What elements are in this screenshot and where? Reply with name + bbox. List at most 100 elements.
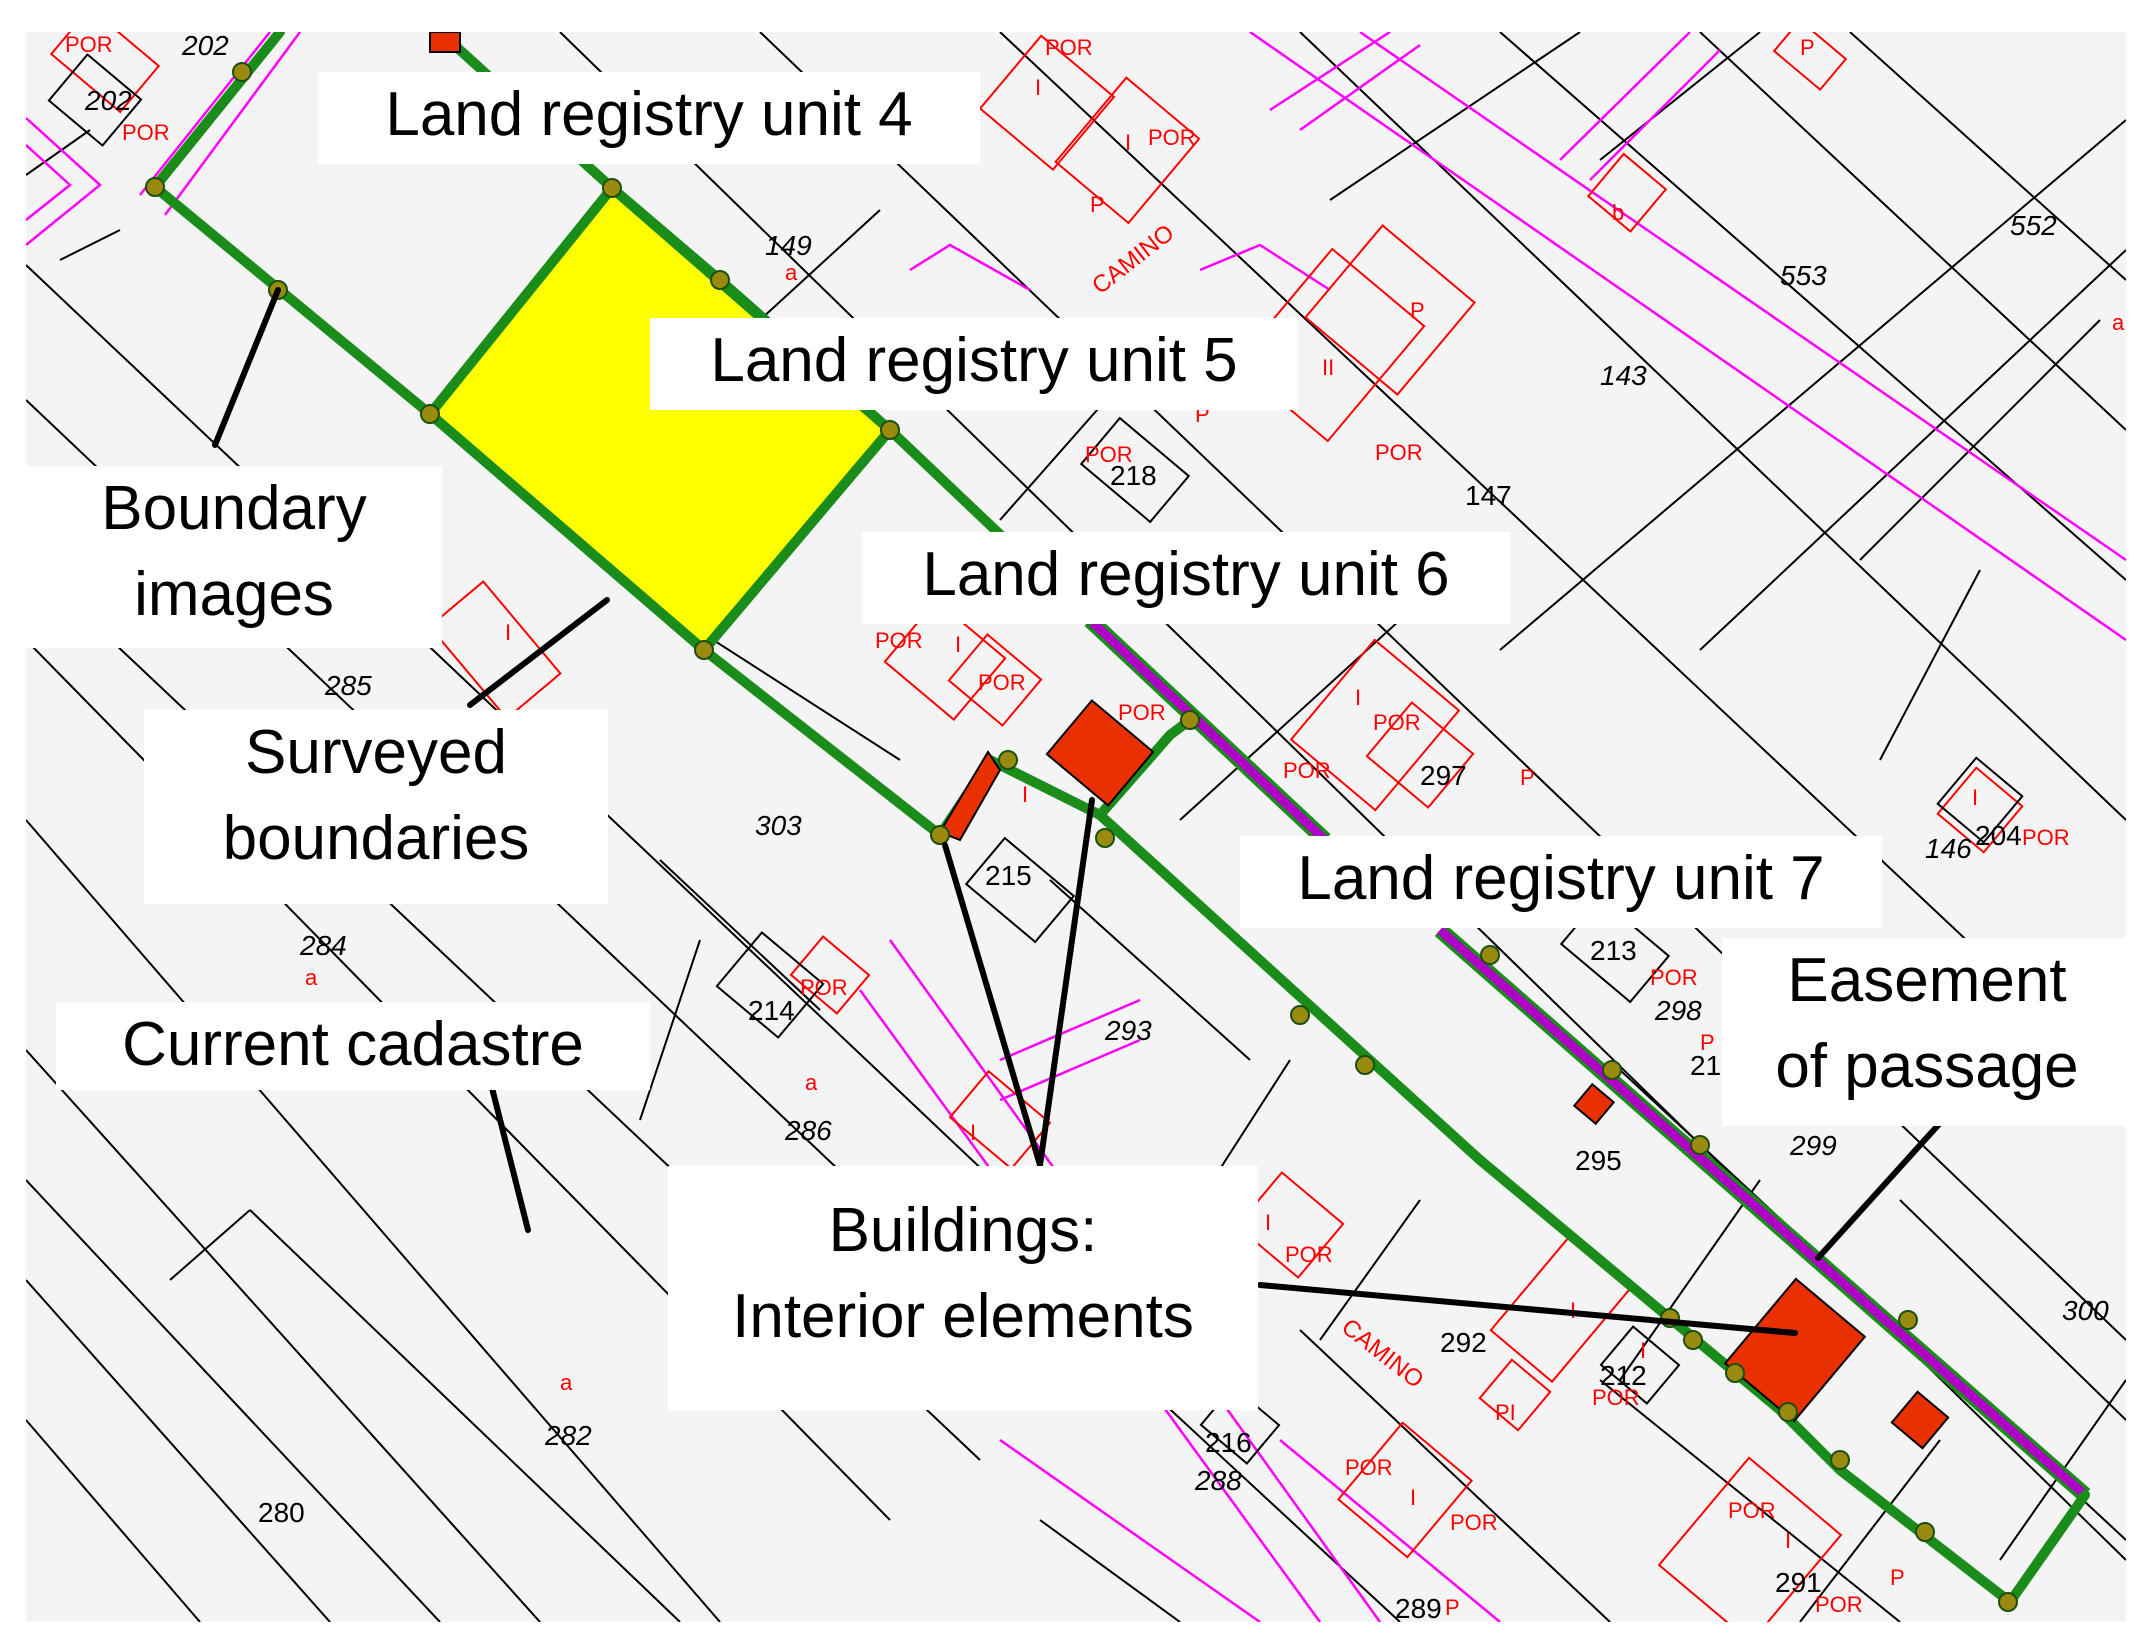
label-easement-of-passage: Easement of passage: [1722, 938, 2132, 1126]
svg-text:P: P: [1410, 298, 1425, 323]
parcel-label: 282: [544, 1420, 592, 1451]
parcel-label: 552: [2010, 210, 2057, 241]
parcel-label: 21: [1690, 1050, 1721, 1081]
svg-text:PI: PI: [1495, 1400, 1516, 1425]
parcel-label: 284: [299, 930, 347, 961]
svg-text:I: I: [1640, 1338, 1646, 1363]
label-surveyed-line1: Surveyed: [245, 718, 507, 787]
svg-text:a: a: [805, 1070, 818, 1095]
svg-text:POR: POR: [1592, 1385, 1640, 1410]
label-land-registry-unit-4: Land registry unit 4: [318, 72, 980, 164]
svg-text:a: a: [785, 260, 798, 285]
building-outlines: [49, 32, 2024, 1622]
parcel-label: 299: [1789, 1130, 1837, 1161]
svg-text:a: a: [305, 965, 318, 990]
parcel-label: 289: [1395, 1593, 1442, 1624]
parcel-label: 288: [1194, 1465, 1242, 1496]
svg-text:POR: POR: [1118, 700, 1166, 725]
svg-text:I: I: [1972, 785, 1978, 810]
svg-text:P: P: [1445, 1595, 1460, 1620]
parcel-label: 292: [1440, 1327, 1487, 1358]
svg-text:P: P: [1700, 1030, 1715, 1055]
label-buildings-line1: Buildings:: [828, 1196, 1098, 1265]
label-boundary-images-line1: Boundary: [101, 474, 367, 543]
parcel-label: 143: [1600, 360, 1647, 391]
svg-text:b: b: [1612, 200, 1624, 225]
svg-text:I: I: [1410, 1485, 1416, 1510]
label-boundary-images-line2: images: [134, 560, 334, 629]
label-surveyed-boundaries: Surveyed boundaries: [144, 710, 608, 904]
label-surveyed-line2: boundaries: [222, 804, 530, 873]
parcel-label: 212: [1600, 1360, 1647, 1391]
svg-text:I: I: [1022, 782, 1028, 807]
parcel-label: 202: [181, 30, 229, 61]
parcel-label: 202: [84, 85, 132, 116]
label-easement-line1: Easement: [1787, 946, 2067, 1015]
parcel-label: 149: [765, 230, 812, 261]
parcel-label: 214: [748, 995, 795, 1026]
svg-text:POR: POR: [65, 32, 113, 57]
svg-text:P: P: [1890, 1565, 1905, 1590]
svg-text:POR: POR: [1085, 442, 1133, 467]
svg-text:POR: POR: [1373, 710, 1421, 735]
parcel-label: 146: [1925, 833, 1972, 864]
svg-text:POR: POR: [1148, 125, 1196, 150]
svg-text:POR: POR: [1815, 1592, 1863, 1617]
label-land-registry-unit-5: Land registry unit 5: [650, 318, 1298, 410]
parcel-label: 285: [324, 670, 372, 701]
svg-text:POR: POR: [1375, 440, 1423, 465]
label-buildings-interior-elements: Buildings: Interior elements: [668, 1166, 1258, 1410]
parcel-label: 303: [755, 810, 802, 841]
parcel-label: 216: [1205, 1427, 1252, 1458]
label-current-cadastre: Current cadastre: [56, 1002, 650, 1090]
svg-text:P: P: [1090, 192, 1105, 217]
parcel-label: 280: [258, 1497, 305, 1528]
svg-text:I: I: [955, 632, 961, 657]
svg-text:POR: POR: [1728, 1498, 1776, 1523]
parcel-label: 218: [1110, 460, 1157, 491]
label-buildings-line2: Interior elements: [732, 1282, 1194, 1351]
svg-text:POR: POR: [875, 628, 923, 653]
svg-text:POR: POR: [1650, 965, 1698, 990]
parcel-label: 286: [784, 1115, 832, 1146]
svg-text:POR: POR: [1345, 1455, 1393, 1480]
parcel-label: 215: [985, 860, 1032, 891]
parcel-label: 295: [1575, 1145, 1622, 1176]
parcel-label: 204: [1975, 820, 2022, 851]
parcel-label: 213: [1590, 935, 1637, 966]
svg-text:II: II: [1322, 355, 1334, 380]
svg-text:POR: POR: [1285, 1242, 1333, 1267]
svg-text:I: I: [1125, 130, 1131, 155]
building-codes: POR POR POR I POR I P II P POR POR P b P…: [65, 32, 2125, 1620]
svg-text:I: I: [1265, 1210, 1271, 1235]
parcel-label: 298: [1654, 995, 1702, 1026]
svg-text:I: I: [1035, 75, 1041, 100]
parcel-label: 293: [1104, 1015, 1152, 1046]
interior-building-elements: [429, 32, 1950, 1450]
svg-text:POR: POR: [1283, 758, 1331, 783]
svg-text:POR: POR: [1450, 1510, 1498, 1535]
svg-text:I: I: [1355, 685, 1361, 710]
svg-text:POR: POR: [978, 670, 1026, 695]
easement-of-passage: [1084, 614, 2091, 1502]
parcel-label: 553: [1780, 260, 1827, 291]
svg-text:P: P: [1520, 765, 1535, 790]
svg-text:P: P: [1800, 35, 1815, 60]
svg-text:I: I: [505, 620, 511, 645]
label-easement-line2: of passage: [1775, 1032, 2079, 1101]
parcel-label: 291: [1775, 1567, 1822, 1598]
label-boundary-images: Boundary images: [26, 466, 442, 648]
svg-text:POR: POR: [800, 975, 848, 1000]
svg-text:a: a: [2112, 310, 2125, 335]
svg-text:POR: POR: [122, 120, 170, 145]
label-land-registry-unit-7: Land registry unit 7: [1240, 836, 1882, 928]
parcel-label: 297: [1420, 760, 1467, 791]
label-land-registry-unit-6: Land registry unit 6: [862, 532, 1510, 624]
svg-text:I: I: [970, 1120, 976, 1145]
callout-leaders: [212, 287, 1953, 1336]
svg-text:POR: POR: [1045, 35, 1093, 60]
svg-text:a: a: [560, 1370, 573, 1395]
svg-text:POR: POR: [2022, 825, 2070, 850]
parcel-label: 147: [1465, 480, 1512, 511]
